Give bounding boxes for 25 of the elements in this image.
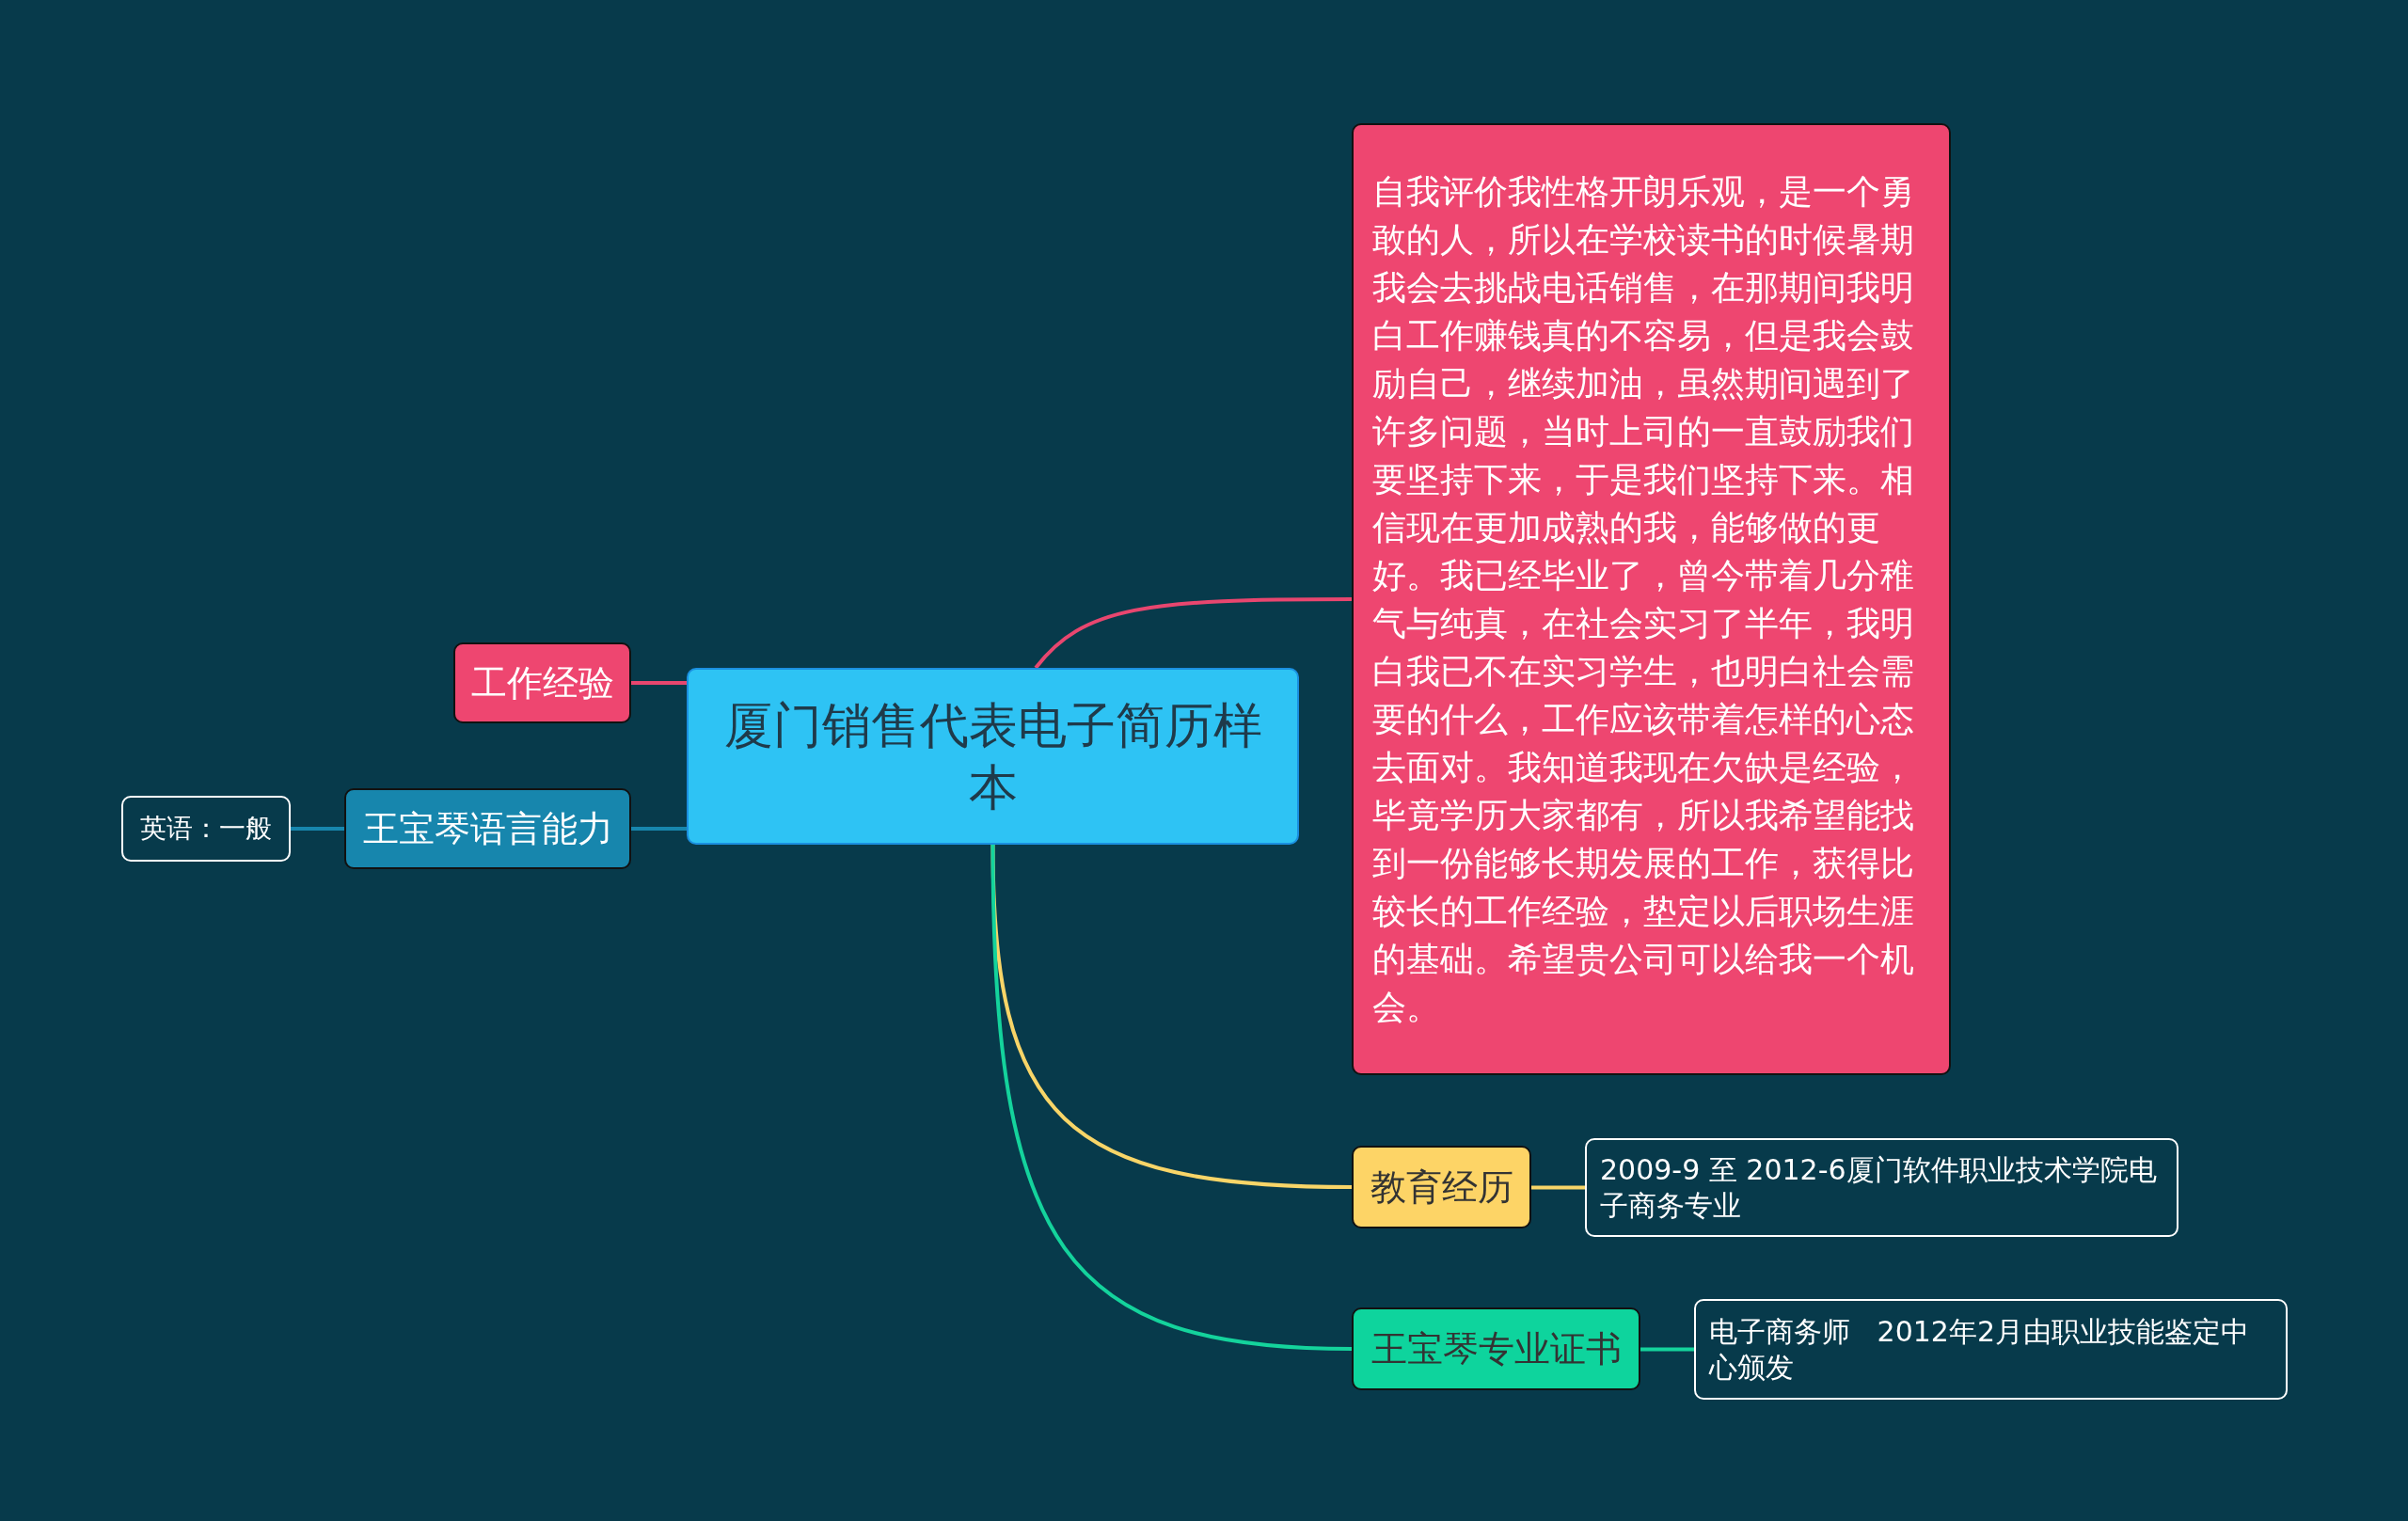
- connector-line: [1531, 1185, 1585, 1190]
- branch-box: [344, 788, 631, 869]
- branch-text: 教育经历: [1370, 1165, 1513, 1210]
- branch-text: 王宝琴语言能力: [362, 807, 613, 851]
- topic-text: 厦门销售代表电子简历样本: [722, 696, 1263, 817]
- branch-box: [1352, 1307, 1640, 1390]
- branch-box: [453, 642, 631, 723]
- detail-text: 2009-9 至 2012-6厦门软件职业技术学院电子商务专业: [1600, 1151, 2158, 1224]
- detail-text: 英语：一般: [140, 812, 272, 846]
- detail-text: 电子商务师 2012年2月由职业技能鉴定中心颁发: [1709, 1313, 2251, 1386]
- branch-text: 王宝琴专业证书: [1370, 1327, 1622, 1371]
- connector-line: [631, 827, 687, 831]
- central-topic-box: [687, 668, 1299, 845]
- branch-box: [1352, 1146, 1531, 1228]
- branch-text: 工作经验: [470, 661, 614, 705]
- detail-box: [1694, 1299, 2288, 1400]
- connector-line: [291, 827, 344, 831]
- detail-box: [1585, 1138, 2178, 1237]
- text-card: [1352, 123, 1951, 1075]
- detail-box: [121, 796, 291, 862]
- connector-line: [1034, 597, 1352, 670]
- connector-line: [631, 681, 687, 685]
- connector-line: [1640, 1347, 1694, 1352]
- paragraph-text: 自我评价我性格开朗乐观，是一个勇敢的人，所以在学校读书的时候暑期我会去挑战电话销售，在那期间我明白工作赚钱真的不容易，但是我会鼓励自己，继续加油，虽然期间遇到了许多问题，当时上司的一直鼓励我们要坚持下来，于是我们坚持下来。相信现在更加成熟的我，能够做的更好。我已经毕业了，曾今带着几分稚气与纯真，在社会实习了半年，我明白我已不在实习学生，也明白社会需要的什么，工作应该带着怎样的心态去面对。我知道我现在欠缺是经验，毕竟学历大家都有，所以我希望能找到一份能够长期发展的工作，获得比较长的工作经验，垫定以后职场生涯的基础。希望贵公司可以给我一个机会。: [1372, 171, 1915, 1028]
- connector-line: [990, 844, 1353, 1351]
